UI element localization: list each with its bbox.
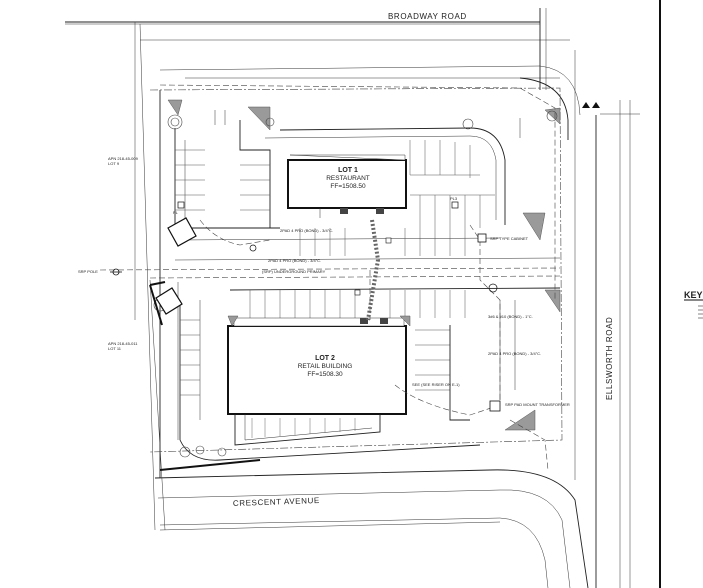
pl-label: PL xyxy=(173,210,179,215)
srp-type-cabinet-label: SRP TYPE CABINET xyxy=(490,236,529,241)
lot2-retail-building: LOT 2 RETAIL BUILDING FF=1508.30 xyxy=(227,317,407,415)
conduit-east-label: 3#6 & #10 (BOND) - 1"C. xyxy=(488,314,533,319)
ellsworth-road-label: ELLSWORTH ROAD xyxy=(605,317,614,400)
riser-label: SEE (SEE RISER ON E-1) xyxy=(412,382,460,387)
conduit-lot2-label: 2PAD 4 PRO (BOND) - 3/4"C. xyxy=(488,351,541,356)
lot1-ff: FF=1508.50 xyxy=(330,183,366,190)
key-legend: KEY xyxy=(684,290,703,319)
lot2-title: LOT 2 xyxy=(315,355,335,362)
srp-type-cabinet-symbol: SRP TYPE CABINET xyxy=(477,233,529,243)
srp-pole-symbol: SRP POLE xyxy=(78,268,122,276)
conduit-mid-label: 2PAD 4 PRO (BOND) - 3/4"C. xyxy=(268,258,321,263)
transformer-symbol: SRP PAD MOUNT TRANSFORMER xyxy=(489,400,570,412)
lot1-title: LOT 1 xyxy=(338,167,358,174)
pole-light-symbols: PL PL3 xyxy=(173,196,498,296)
crescent-avenue-label: CRESCENT AVENUE xyxy=(233,496,320,508)
lot1-parking xyxy=(174,120,561,261)
ellsworth-road: ELLSWORTH ROAD xyxy=(574,0,661,588)
lot-south-label: LOT 11 xyxy=(108,346,122,351)
lot1-use: RESTAURANT xyxy=(326,175,370,182)
underground-primary-label: (SRP) UNDERGROUND PRIMARY xyxy=(262,269,326,274)
broadway-road: BROADWAY ROAD xyxy=(65,12,570,79)
pl3-label: PL3 xyxy=(450,196,458,201)
apn-north-label: APN 218-45-009 xyxy=(108,156,139,161)
crescent-avenue: CRESCENT AVENUE xyxy=(154,469,589,588)
conduit-lot1-label: 2PAD 4 PRO (BOND) - 3/4"C. xyxy=(280,228,333,233)
key-label: KEY xyxy=(684,290,703,300)
lot2-parking xyxy=(177,282,561,440)
srp-pole-label: SRP POLE xyxy=(78,269,98,274)
annotations: (SRP) UNDERGROUND PRIMARY 2PAD 4 PRO (BO… xyxy=(108,156,541,387)
lot1-restaurant-building: LOT 1 RESTAURANT FF=1508.50 xyxy=(287,154,407,218)
lot2-use: RETAIL BUILDING xyxy=(298,363,353,370)
broadway-road-label: BROADWAY ROAD xyxy=(388,12,467,21)
lot2-ff: FF=1508.30 xyxy=(307,371,343,378)
lot-north-label: LOT 9 xyxy=(108,161,120,166)
dumpster-enclosures xyxy=(149,217,197,326)
srp-pad-mount-label: SRP PAD MOUNT TRANSFORMER xyxy=(505,402,570,407)
apn-south-label: APN 218-45-011 xyxy=(108,341,138,346)
